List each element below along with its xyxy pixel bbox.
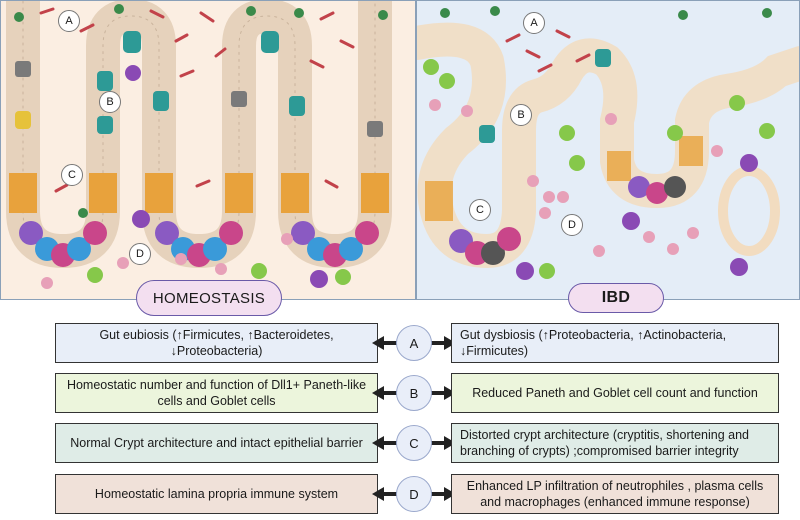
green-microbes xyxy=(14,4,388,218)
marker-b-left: B xyxy=(99,91,121,113)
row-b-badge: B xyxy=(396,375,432,411)
immune-cells xyxy=(423,59,775,280)
row-c-ibd: Distorted crypt architecture (cryptitis,… xyxy=(451,423,779,463)
epithelium-band xyxy=(6,1,392,269)
row-c-homeostasis: Normal Crypt architecture and intact epi… xyxy=(55,423,378,463)
row-d-badge: D xyxy=(396,476,432,512)
homeostasis-label: HOMEOSTASIS xyxy=(136,280,282,316)
row-a-homeostasis: Gut eubiosis (↑Firmicutes, ↑Bacteroidete… xyxy=(55,323,378,363)
row-b-ibd: Reduced Paneth and Goblet cell count and… xyxy=(451,373,779,413)
row-a-badge: A xyxy=(396,325,432,361)
goblet-cells xyxy=(15,31,383,137)
bacteria xyxy=(39,7,355,193)
marker-d-left: D xyxy=(129,243,151,265)
marker-b-right: B xyxy=(510,104,532,126)
row-a-ibd: Gut dysbiosis (↑Proteobacteria, ↑Actinob… xyxy=(451,323,779,363)
row-d-ibd: Enhanced LP infiltration of neutrophiles… xyxy=(451,474,779,514)
bacteria xyxy=(505,29,591,73)
row-b-homeostasis: Homeostatic number and function of Dll1+… xyxy=(55,373,378,413)
goblet-cell xyxy=(595,49,611,67)
row-d-homeostasis: Homeostatic lamina propria immune system xyxy=(55,474,378,514)
homeostasis-illustration xyxy=(6,1,392,289)
green-microbes xyxy=(440,6,772,20)
ibd-panel: A B C D xyxy=(416,0,800,300)
immune-cells xyxy=(41,65,351,289)
marker-c-left: C xyxy=(61,164,83,186)
row-c-badge: C xyxy=(396,425,432,461)
crypt-base-cells xyxy=(9,173,389,267)
marker-c-right: C xyxy=(469,199,491,221)
isolated-crypt xyxy=(718,166,780,256)
goblet-cell xyxy=(479,125,495,143)
crypt-base-cells-ibd xyxy=(425,136,703,265)
homeostasis-panel: A B C D xyxy=(0,0,416,300)
ibd-label: IBD xyxy=(568,283,664,313)
marker-a-left: A xyxy=(58,10,80,32)
marker-d-right: D xyxy=(561,214,583,236)
ibd-illustration xyxy=(417,6,799,280)
marker-a-right: A xyxy=(523,12,545,34)
